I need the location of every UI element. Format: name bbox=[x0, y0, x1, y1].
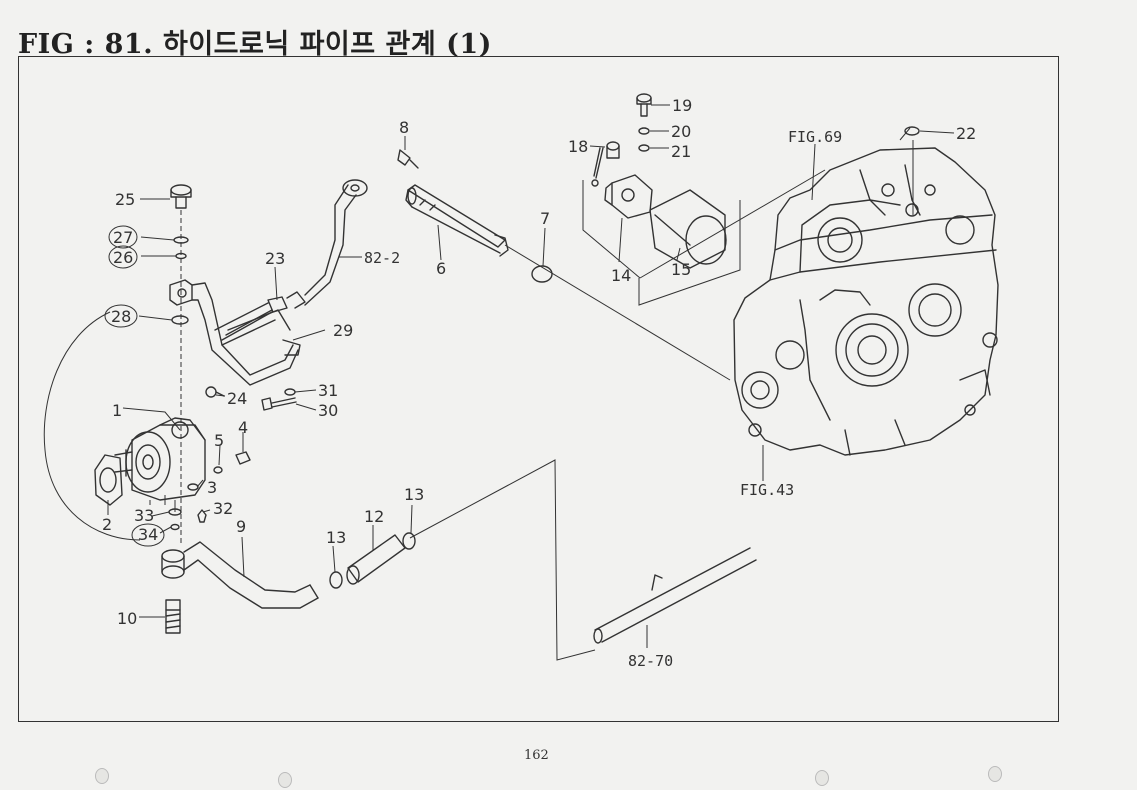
filter-cartridge-15 bbox=[649, 189, 727, 269]
clamp-13b bbox=[402, 532, 416, 550]
callout-6: 6 bbox=[436, 259, 446, 278]
binder-hole bbox=[278, 772, 292, 788]
circle-27 bbox=[108, 225, 138, 249]
callout-28: 28 bbox=[111, 307, 131, 326]
bolt-30 bbox=[261, 397, 297, 411]
washer-3 bbox=[187, 483, 199, 491]
callout-15: 15 bbox=[671, 260, 691, 279]
callout-5: 5 bbox=[214, 431, 224, 450]
callout-21: 21 bbox=[671, 142, 691, 161]
callout-labels: 1 2 3 4 5 6 7 8 9 10 12 13 13 14 15 18 1… bbox=[102, 96, 976, 670]
binder-hole bbox=[988, 766, 1002, 782]
ref-fig-69: FIG.69 bbox=[788, 128, 842, 146]
pin-8 bbox=[397, 149, 419, 169]
washer-34 bbox=[170, 523, 180, 531]
leader-lines bbox=[43, 104, 955, 661]
o-ring-22 bbox=[904, 126, 920, 136]
callout-3: 3 bbox=[207, 478, 217, 497]
page-number: 162 bbox=[524, 748, 549, 763]
circle-34 bbox=[131, 523, 165, 547]
transmission-housing bbox=[733, 147, 999, 456]
callout-24: 24 bbox=[227, 389, 247, 408]
figure-title: FIG : 81. 하이드로닉 파이프 관계 (1) bbox=[18, 29, 492, 60]
circle-28 bbox=[104, 304, 138, 328]
callout-25: 25 bbox=[115, 190, 135, 209]
banjo-fitting bbox=[161, 549, 185, 579]
callout-1: 1 bbox=[112, 401, 122, 420]
nut-4 bbox=[235, 451, 251, 465]
callout-29: 29 bbox=[333, 321, 353, 340]
binder-hole bbox=[815, 770, 829, 786]
callout-34: 34 bbox=[138, 525, 158, 544]
callout-33: 33 bbox=[134, 506, 154, 525]
o-ring-28 bbox=[171, 315, 189, 325]
callout-18: 18 bbox=[568, 137, 588, 156]
ref-82-70: 82-70 bbox=[628, 652, 673, 670]
pipe-82-70 bbox=[593, 547, 757, 644]
callout-2: 2 bbox=[102, 515, 112, 534]
hose-12 bbox=[346, 534, 406, 585]
callout-32: 32 bbox=[213, 499, 233, 518]
callout-27: 27 bbox=[113, 228, 133, 247]
screw-18 bbox=[591, 141, 620, 187]
callout-20: 20 bbox=[671, 122, 691, 141]
callout-8: 8 bbox=[399, 118, 409, 137]
pipe-82-2 bbox=[304, 179, 368, 306]
ref-fig-43: FIG.43 bbox=[740, 481, 794, 499]
clamp-13a bbox=[329, 571, 343, 589]
pipe-9 bbox=[183, 541, 319, 609]
callout-30: 30 bbox=[318, 401, 338, 420]
callout-10: 10 bbox=[117, 609, 137, 628]
ref-82-2: 82-2 bbox=[364, 249, 400, 267]
callout-9: 9 bbox=[236, 517, 246, 536]
pump-gasket bbox=[94, 454, 123, 506]
hydraulic-pump bbox=[114, 417, 206, 501]
pipe-29 bbox=[191, 282, 301, 386]
callout-19: 19 bbox=[672, 96, 692, 115]
callout-22: 22 bbox=[956, 124, 976, 143]
plug-25 bbox=[170, 184, 192, 209]
callout-31: 31 bbox=[318, 381, 338, 400]
callout-12: 12 bbox=[364, 507, 384, 526]
washer-20 bbox=[638, 127, 650, 135]
callout-7: 7 bbox=[540, 209, 550, 228]
fitting-32 bbox=[197, 509, 207, 523]
callout-4: 4 bbox=[238, 418, 248, 437]
binder-hole bbox=[95, 768, 109, 784]
callout-26: 26 bbox=[113, 248, 133, 267]
tube-6 bbox=[405, 184, 509, 257]
o-ring-7 bbox=[531, 265, 553, 283]
callout-13: 13 bbox=[326, 528, 346, 547]
banjo-bolt-10 bbox=[165, 599, 181, 634]
washer-5 bbox=[213, 466, 223, 474]
callout-23: 23 bbox=[265, 249, 285, 268]
callout-13: 13 bbox=[404, 485, 424, 504]
callout-14: 14 bbox=[611, 266, 631, 285]
filter-head-14 bbox=[604, 174, 653, 219]
washer-31 bbox=[284, 388, 296, 396]
diagram-frame bbox=[18, 56, 1059, 722]
circle-26 bbox=[108, 245, 138, 269]
washer-21 bbox=[638, 144, 650, 152]
bolt-19 bbox=[636, 93, 652, 117]
